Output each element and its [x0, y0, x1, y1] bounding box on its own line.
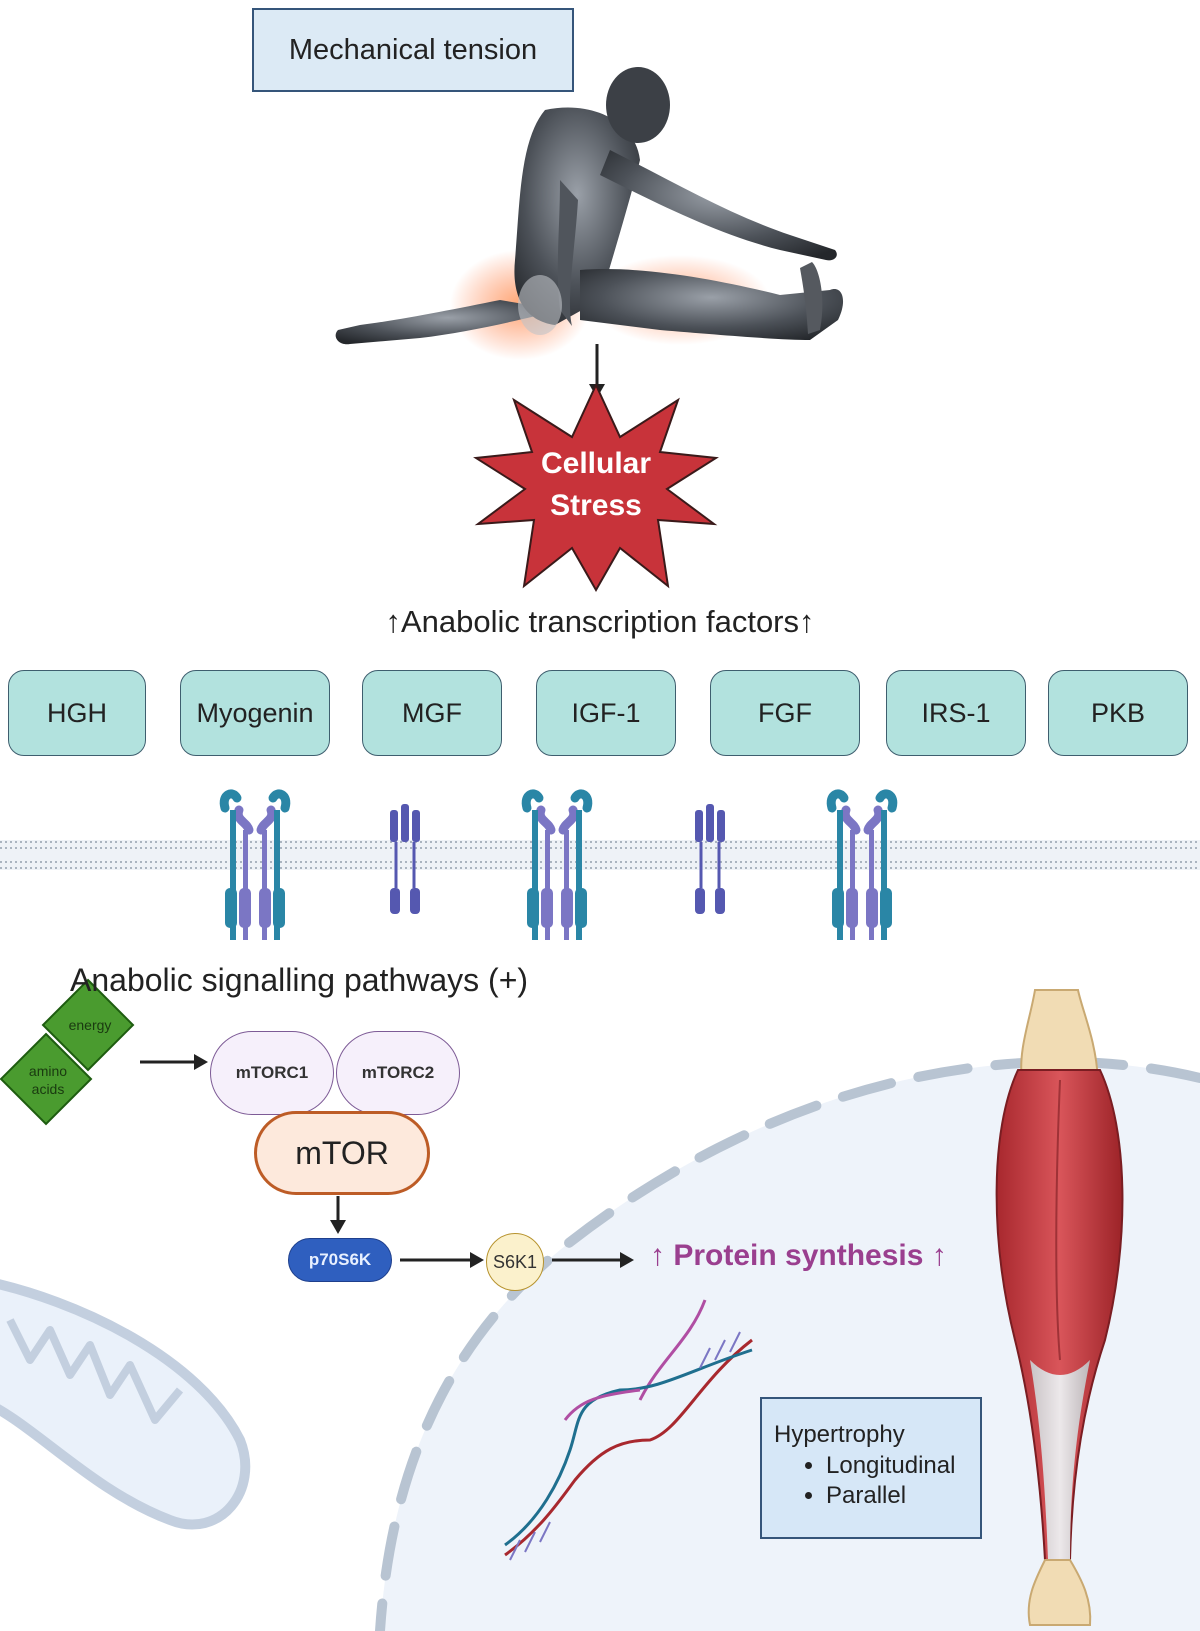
protein-synthesis-label: ↑ Protein synthesis ↑ [650, 1239, 947, 1272]
stretching-athlete-figure [335, 67, 844, 360]
receptor-tyrosine-kinase [521, 789, 593, 940]
mtor-node: mTOR [254, 1111, 430, 1195]
factor-irs-1: IRS-1 [886, 670, 1026, 756]
receptor-small [390, 804, 420, 914]
arrow-p70s6k-to-s6k1 [400, 1252, 484, 1268]
factor-hgh: HGH [8, 670, 146, 756]
hypertrophy-title: Hypertrophy [774, 1421, 905, 1448]
factor-igf-1: IGF-1 [536, 670, 676, 756]
cellular-stress-star [473, 382, 719, 593]
energy-label: energy [69, 1017, 112, 1033]
receptor-tyrosine-kinase [219, 789, 291, 940]
receptor-tyrosine-kinase [826, 789, 898, 940]
amino-acids-label-1: amino [29, 1063, 67, 1079]
factor-myogenin: Myogenin [180, 670, 330, 756]
hypertrophy-box: Hypertrophy Longitudinal Parallel [760, 1397, 982, 1539]
amino-acids-diamond: amino acids [0, 1032, 93, 1126]
transcription-factors-title: ↑Anabolic transcription factors↑ [385, 604, 815, 639]
amino-acids-label-2: acids [32, 1081, 65, 1097]
arrow-s6k1-to-protein [552, 1252, 634, 1268]
mechanical-tension-box: Mechanical tension [252, 8, 574, 92]
cell-membrane [0, 840, 1200, 870]
nucleus-envelope [375, 1056, 1200, 1631]
hypertrophy-item: Longitudinal [826, 1451, 980, 1481]
p70s6k-node: p70S6K [288, 1238, 392, 1282]
factor-mgf: MGF [362, 670, 502, 756]
factor-fgf: FGF [710, 670, 860, 756]
signalling-pathways-title: Anabolic signalling pathways (+) [70, 962, 529, 998]
calf-muscle-anatomy [995, 989, 1124, 1626]
hypertrophy-list: Longitudinal Parallel [774, 1451, 980, 1511]
arrow-inputs-to-mtorc [140, 1054, 208, 1070]
s6k1-node: S6K1 [486, 1233, 544, 1291]
mitochondrion [0, 1279, 251, 1530]
factor-pkb: PKB [1048, 670, 1188, 756]
energy-diamond: energy [41, 978, 135, 1072]
mtorc1-node: mTORC1 [210, 1031, 334, 1115]
mtorc2-node: mTORC2 [336, 1031, 460, 1115]
hypertrophy-item: Parallel [826, 1481, 980, 1511]
dna-replication-icon [504, 1299, 753, 1561]
receptor-small [695, 804, 725, 914]
arrow-mtor-to-p70s6k [330, 1196, 346, 1234]
